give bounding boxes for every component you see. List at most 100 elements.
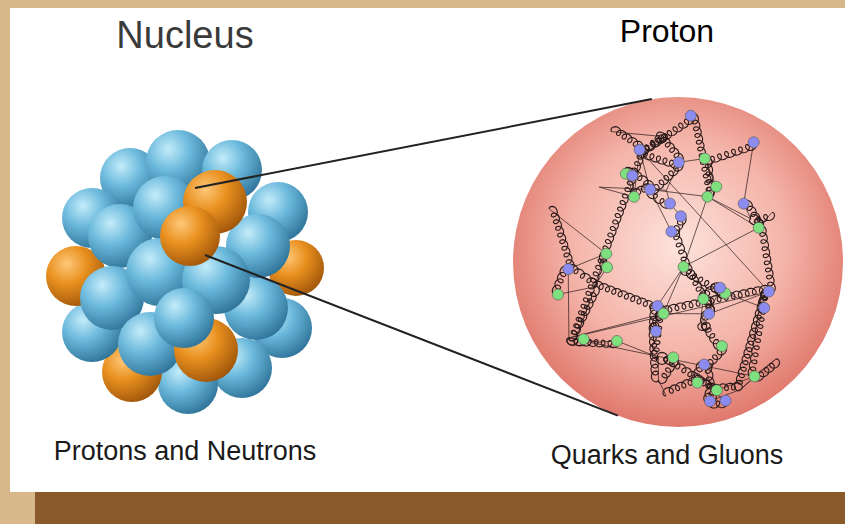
quark-dot — [715, 282, 726, 293]
gluon-spring — [567, 338, 619, 348]
quark-dot — [650, 326, 661, 337]
gluon-spring — [671, 229, 689, 268]
quark-link — [569, 314, 663, 338]
quark-link — [713, 376, 755, 391]
gluon-spring — [708, 401, 727, 408]
gluon-spring — [599, 252, 607, 269]
quark-link — [568, 254, 606, 269]
gluon-spring — [650, 162, 683, 194]
quark-dot — [666, 226, 677, 237]
quark-link — [659, 380, 666, 396]
gluon-spring — [661, 285, 770, 313]
quark-dot — [658, 308, 669, 319]
quark-link — [650, 190, 707, 197]
quark-link — [617, 341, 658, 357]
gluon-spring — [703, 296, 714, 315]
gluon-spring — [649, 304, 657, 333]
caption-label: Protons and Neutrons — [20, 436, 350, 467]
gluon-spring — [705, 157, 714, 199]
quark-link — [709, 292, 769, 314]
gluon-spring — [750, 213, 775, 225]
neutron-sphere — [226, 214, 290, 278]
gluon-spring — [631, 184, 652, 197]
quark-dot — [711, 181, 722, 192]
quark-gluon-network — [549, 110, 779, 408]
quark-dot — [673, 157, 684, 168]
neutron-sphere — [88, 204, 152, 268]
quark-link — [713, 392, 726, 401]
quark-dot — [645, 184, 656, 195]
gluon-spring — [611, 127, 643, 150]
gluon-spring — [704, 362, 716, 402]
quark-dot — [675, 211, 686, 222]
neutron-sphere — [146, 130, 210, 194]
proton-sphere-small — [160, 206, 220, 266]
gluon-spring — [624, 167, 636, 175]
quark-link — [705, 159, 717, 187]
quark-link — [760, 359, 776, 371]
quark-dot — [578, 334, 589, 345]
quark-link — [657, 267, 683, 306]
proton-sphere-small — [102, 342, 162, 402]
neutron-sphere — [182, 246, 250, 314]
quark-dot — [704, 308, 715, 319]
quark-dot — [738, 198, 749, 209]
proton-sphere-small — [46, 246, 106, 306]
nucleus-cluster — [46, 130, 324, 414]
gluon-spring — [692, 362, 705, 384]
quark-dot — [601, 248, 612, 259]
quark-link — [708, 187, 717, 197]
neutron-sphere — [248, 182, 308, 242]
gluon-spring — [569, 149, 645, 341]
gluon-spring — [593, 281, 667, 313]
gluon-spring — [647, 189, 671, 208]
proton-sphere — [513, 97, 843, 427]
quark-dot — [699, 359, 710, 370]
gluon-spring — [637, 150, 680, 168]
gluon-spring — [735, 289, 769, 391]
quark-link — [713, 390, 717, 391]
gluon-spring — [549, 206, 574, 270]
quark-link — [599, 187, 634, 197]
gluon-spring — [748, 289, 769, 378]
heading-label: Proton — [497, 13, 837, 50]
quark-dot — [611, 335, 622, 346]
quark-link — [599, 187, 650, 189]
gluon-spring — [711, 383, 743, 392]
proton-sphere-small — [268, 240, 324, 296]
quark-link — [708, 197, 759, 228]
neutron-sphere — [100, 148, 160, 208]
gluon-spring — [696, 377, 716, 392]
quark-link — [650, 190, 671, 232]
gluon-spring — [704, 142, 757, 164]
gluon-spring — [701, 311, 709, 325]
nucleus-group: NucleusProtons and Neutrons — [20, 14, 350, 474]
quark-link — [700, 299, 703, 324]
quark-link — [640, 150, 651, 190]
quark-link — [663, 313, 709, 314]
white-panel — [10, 8, 845, 492]
gluon-spring — [658, 357, 678, 384]
quark-link — [594, 267, 607, 287]
gluon-spring — [691, 113, 714, 198]
quark-link — [684, 228, 759, 267]
neutron-sphere — [158, 354, 218, 414]
quark-link — [725, 293, 764, 308]
neutron-sphere — [212, 338, 272, 398]
quark-dot — [711, 385, 722, 396]
gluon-spring — [704, 388, 713, 402]
gluon-spring — [649, 330, 658, 382]
proton-group: ProtonQuarks and Gluons — [497, 10, 837, 480]
quark-dot — [552, 289, 563, 300]
quark-link — [657, 306, 663, 314]
quark-link — [626, 174, 634, 197]
zoom-line — [205, 255, 618, 416]
quark-link — [704, 365, 713, 392]
neutron-sphere — [154, 288, 214, 348]
quark-link — [703, 293, 725, 299]
quark-dot — [620, 168, 631, 179]
quark-link — [684, 197, 708, 267]
gluon-spring — [639, 115, 695, 154]
quark-link — [569, 338, 755, 376]
quark-link — [658, 357, 659, 380]
